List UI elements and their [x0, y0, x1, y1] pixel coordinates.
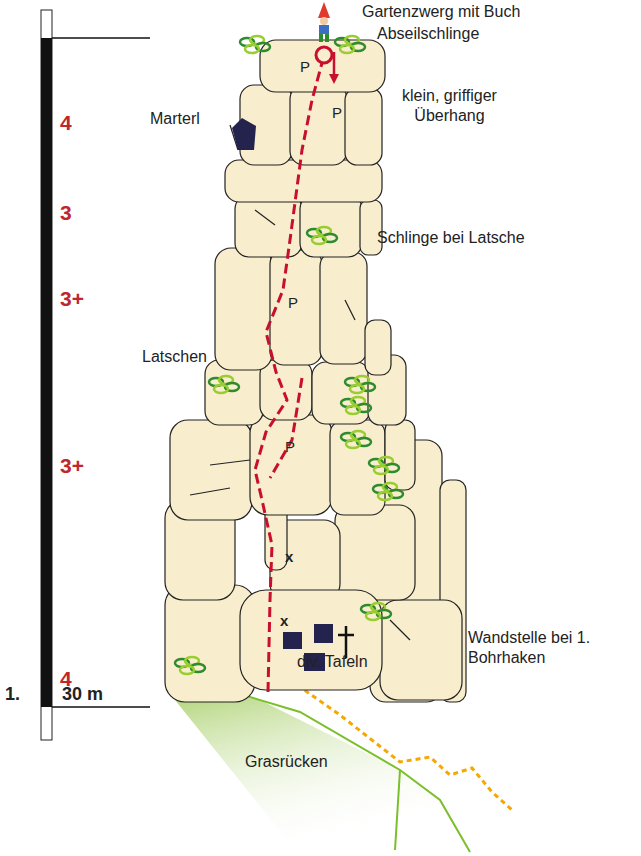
note-label: x	[280, 612, 288, 631]
latsche-shrub	[340, 45, 354, 53]
latsche-shrub	[312, 236, 326, 244]
note-label: P	[300, 58, 310, 77]
note-label: Wandstelle bei 1. Bohrhaken	[468, 628, 593, 668]
latsche-shrub	[378, 492, 392, 500]
note-label: 30 m	[62, 683, 103, 706]
latsche-shrub	[346, 406, 360, 414]
latsche-shrub	[180, 666, 194, 674]
latsche-shrub	[374, 466, 388, 474]
grade-label: 3+	[60, 286, 84, 312]
grade-label: 3	[60, 200, 72, 226]
note-label: Gartenzwerg mit Buch	[362, 2, 520, 22]
note-label: klein, griffiger Überhang	[382, 86, 517, 126]
note-label: x	[285, 548, 293, 567]
note-label: P	[285, 438, 295, 457]
note-label: P	[288, 294, 298, 313]
note-label: P	[332, 104, 342, 123]
latsche-shrub	[245, 45, 259, 53]
note-label: Grasrücken	[245, 752, 328, 772]
grade-label: 4	[60, 110, 72, 136]
latsche-shrub	[346, 440, 360, 448]
latsche-shrub	[214, 385, 228, 393]
latsche-shrub	[366, 612, 380, 620]
note-label: Abseilschlinge	[377, 24, 479, 44]
note-label: Latschen	[142, 347, 207, 367]
note-label: div. Tafeln	[297, 652, 368, 672]
note-label: Schlinge bei Latsche	[377, 228, 525, 248]
note-label: Marterl	[150, 109, 200, 129]
latsche-shrub	[350, 385, 364, 393]
grade-label: 3+	[60, 453, 84, 479]
note-label: 1.	[5, 683, 20, 706]
